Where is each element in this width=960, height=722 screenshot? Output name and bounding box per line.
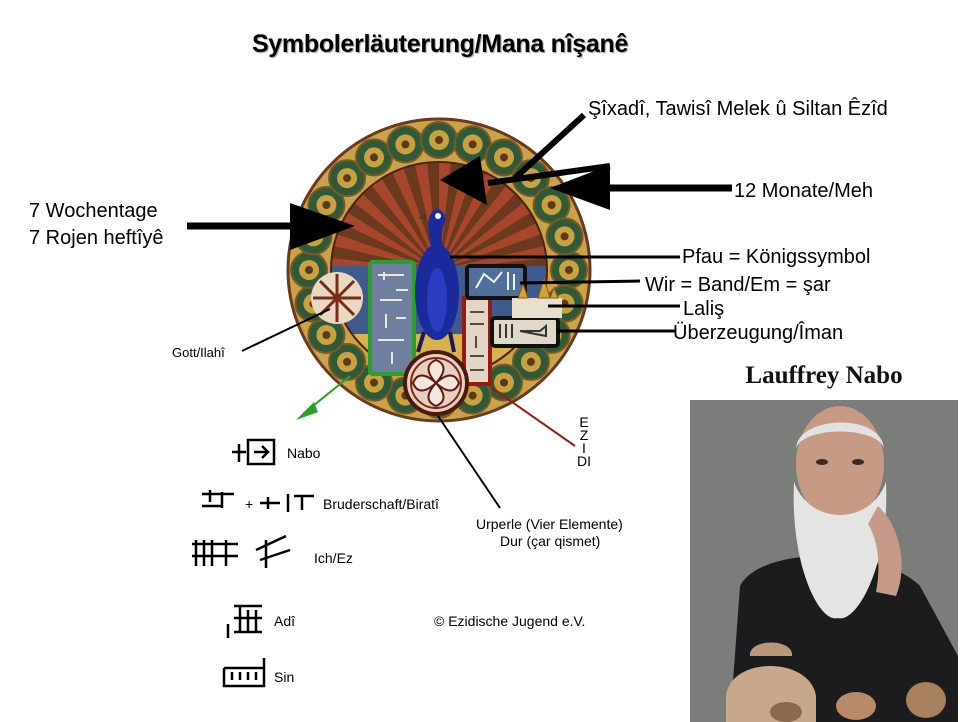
primal-pearl: [403, 350, 469, 416]
rosette: [328, 159, 367, 198]
faith-label: Überzeugung/Îman: [673, 322, 844, 344]
sheikh-label: Şîxadî, Tawisî Melek û Siltan Êzîd: [588, 98, 888, 120]
ray: [439, 162, 452, 270]
pearl-label-1: Urperle (Vier Elemente): [476, 516, 623, 532]
ray: [391, 166, 439, 270]
rosette: [328, 342, 367, 381]
ezidi-letter-z: Z: [579, 427, 589, 443]
ray: [370, 176, 439, 270]
legend-plus: +: [245, 496, 254, 512]
lalish-label: Laliş: [683, 298, 725, 320]
ray: [439, 201, 533, 270]
ray: [339, 211, 439, 270]
lalish-temple: [512, 276, 562, 318]
pointer-arrows: [187, 112, 732, 509]
rosette: [545, 217, 584, 256]
god-label: Gott/Ilahî: [172, 345, 225, 360]
ezidi-letter-i: I: [582, 440, 586, 456]
legend-ich: Ich/Ez: [314, 550, 353, 566]
portrait-photo: Lauffrey Nabo: [690, 356, 958, 722]
portrait-caption: Lauffrey Nabo: [745, 362, 903, 389]
peacock: [415, 209, 459, 353]
ray: [352, 192, 439, 270]
rosette: [511, 342, 550, 381]
legend-brotherhood: Bruderschaft/Biratî: [323, 496, 439, 512]
glyph-sin: [222, 658, 266, 688]
legend-nabo: Nabo: [287, 445, 321, 461]
weekdays-label-ku: 7 Rojen heftîyê: [29, 227, 164, 249]
rosette: [532, 186, 571, 224]
weekdays-label-de: 7 Wochentage: [29, 200, 158, 222]
band-label: Wir = Band/Em = şar: [645, 274, 831, 296]
glyph-ich: [192, 534, 291, 568]
ezidi-vertical-label: E Z I DI: [572, 414, 596, 469]
glyph-brotherhood: [202, 490, 314, 512]
pearl-label-2: Dur (çar qismet): [500, 533, 601, 549]
legend-sin: Sin: [274, 669, 295, 685]
rosette: [420, 121, 458, 159]
glyph-adi: [226, 604, 262, 638]
ezidi-letter-di: DI: [577, 453, 591, 469]
copyright: © Ezidische Jugend e.V.: [434, 613, 586, 629]
peacock-label: Pfau = Königssymbol: [682, 246, 871, 268]
rosette: [485, 138, 523, 177]
legend-adi: Adî: [274, 613, 296, 629]
page-title: Symbolerläuterung/Mana nîşanê: [251, 30, 629, 58]
ray: [439, 183, 517, 270]
rosette: [290, 251, 328, 289]
glyph-nabo: [232, 438, 276, 466]
rosette: [307, 316, 346, 354]
rosette: [485, 363, 523, 402]
ezidi-letter-e: E: [579, 414, 589, 430]
portrait-illustration: [690, 356, 958, 722]
months-label: 12 Monate/Meh: [734, 180, 873, 202]
